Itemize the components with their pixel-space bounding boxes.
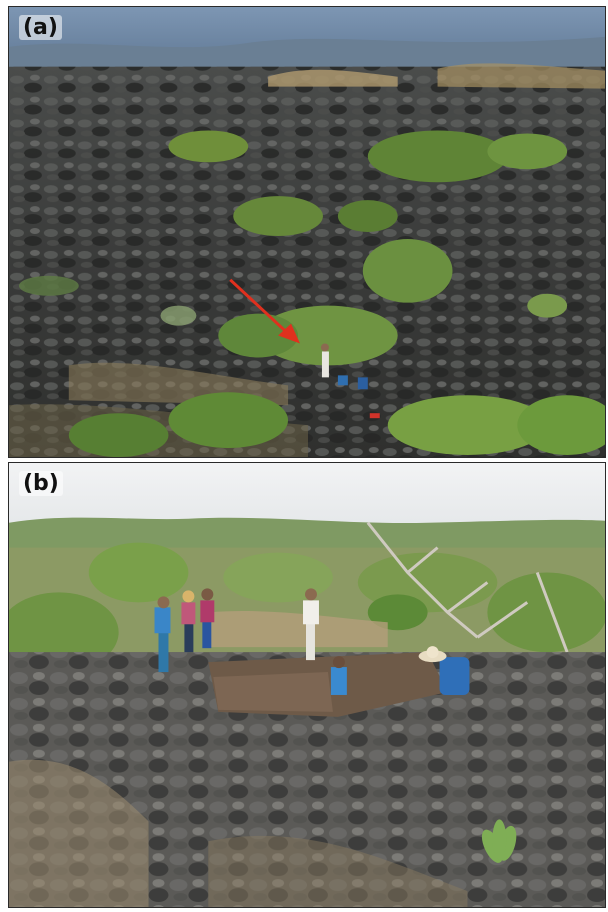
field-workers (320, 343, 380, 419)
photo-panel-a: (a) (8, 6, 606, 458)
photo-panel-b: (b) (8, 462, 606, 908)
panel-label-a: (a) (19, 15, 62, 40)
green-shrubs (18, 130, 605, 457)
excavation-photo (9, 463, 605, 907)
agave-plant (481, 819, 517, 863)
lava-field-photo (9, 7, 605, 457)
red-arrow-pointer (229, 278, 301, 344)
field-workers (154, 588, 470, 695)
panel-label-b: (b) (19, 471, 63, 496)
bare-tree (366, 521, 569, 653)
